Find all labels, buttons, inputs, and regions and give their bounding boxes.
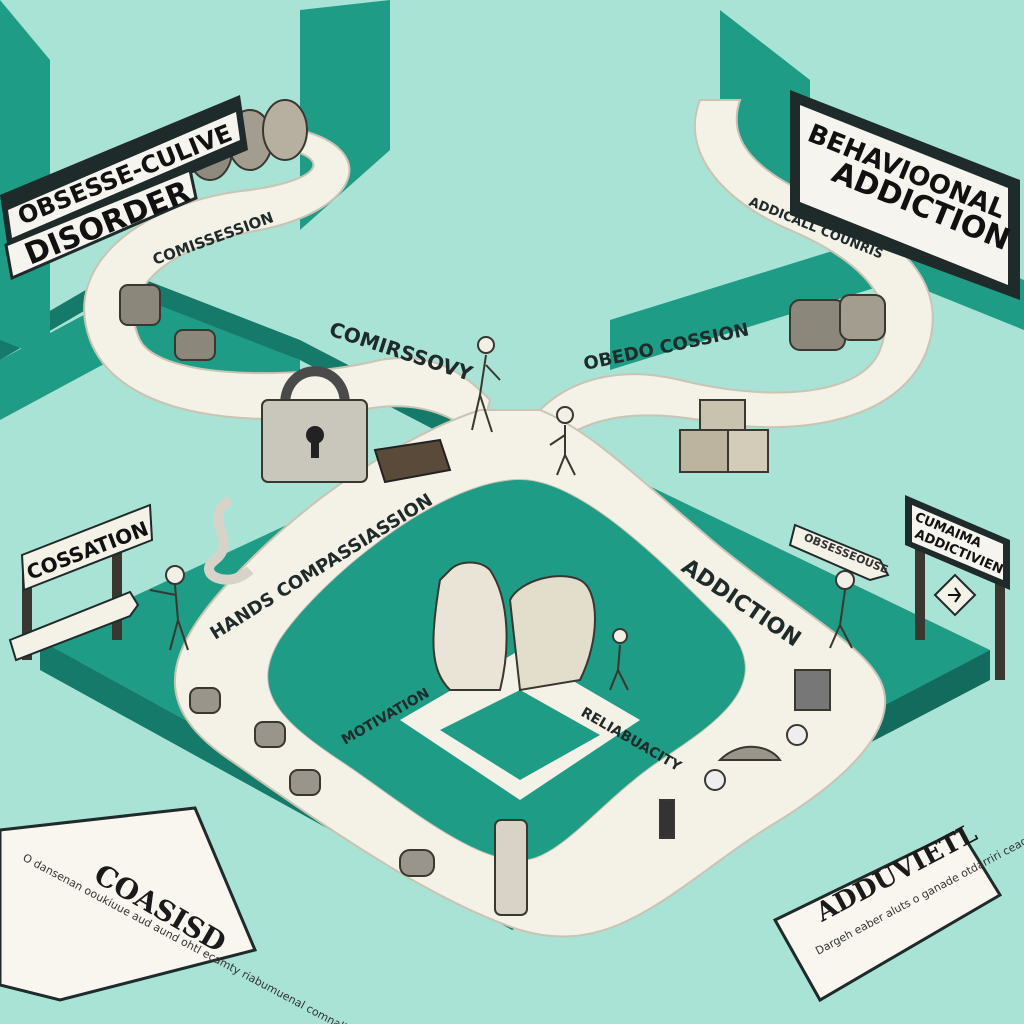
boxes-stack-icon xyxy=(679,399,769,473)
right-road-sign: CUMAIMA ADDICTIVIEN xyxy=(905,495,1010,680)
person-figure-icon xyxy=(149,336,855,691)
hands-icon xyxy=(432,561,596,692)
coin-stack-icon xyxy=(119,284,886,361)
book-icon xyxy=(373,438,452,484)
smoke-swirl-icon xyxy=(204,495,254,585)
padlock-icon xyxy=(261,366,368,483)
winding-path xyxy=(83,99,934,938)
path-objects xyxy=(189,669,831,916)
